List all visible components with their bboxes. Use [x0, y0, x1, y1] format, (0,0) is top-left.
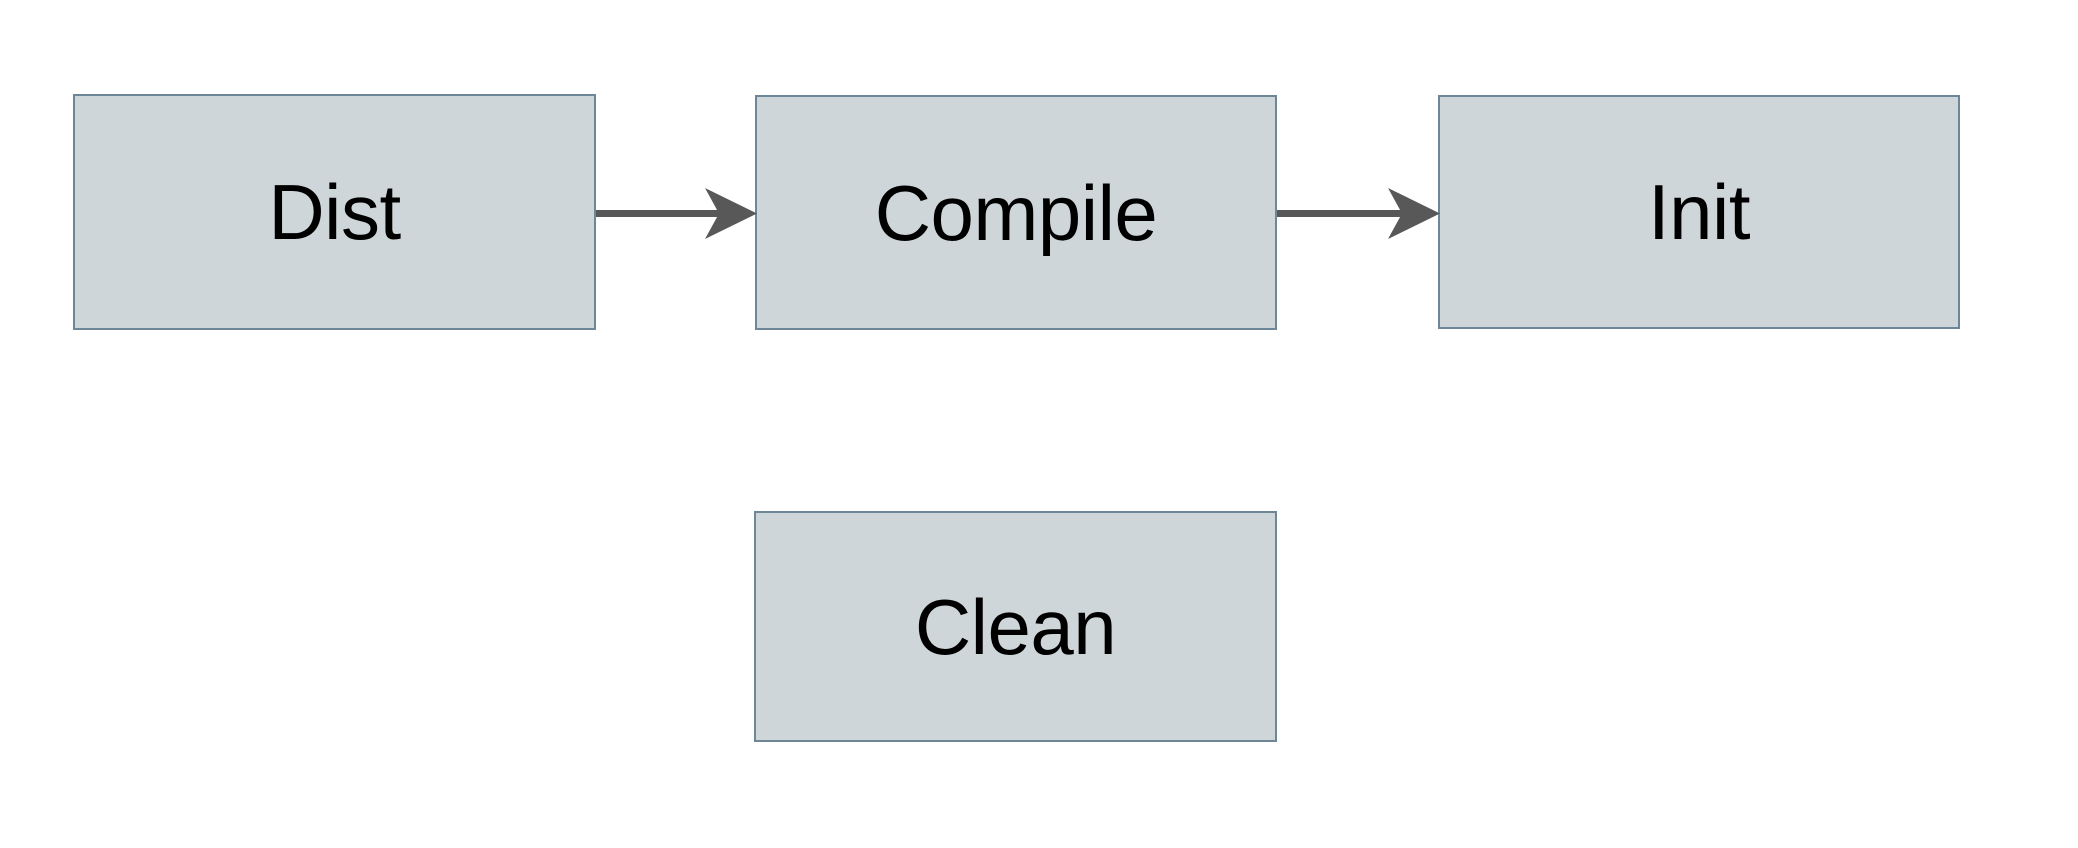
edge-dist-to-compile-arrowhead: [705, 188, 757, 239]
node-init-label: Init: [1647, 168, 1751, 256]
node-dist[interactable]: Dist: [73, 94, 596, 330]
edge-compile-to-init[interactable]: [1271, 183, 1451, 245]
node-compile[interactable]: Compile: [755, 95, 1277, 330]
node-init[interactable]: Init: [1438, 95, 1960, 329]
edge-compile-to-init-arrowhead: [1388, 188, 1440, 239]
edge-dist-to-compile[interactable]: [590, 183, 770, 245]
node-dist-label: Dist: [268, 168, 401, 256]
node-clean[interactable]: Clean: [754, 511, 1277, 742]
node-clean-label: Clean: [914, 582, 1117, 671]
node-compile-label: Compile: [874, 168, 1158, 257]
